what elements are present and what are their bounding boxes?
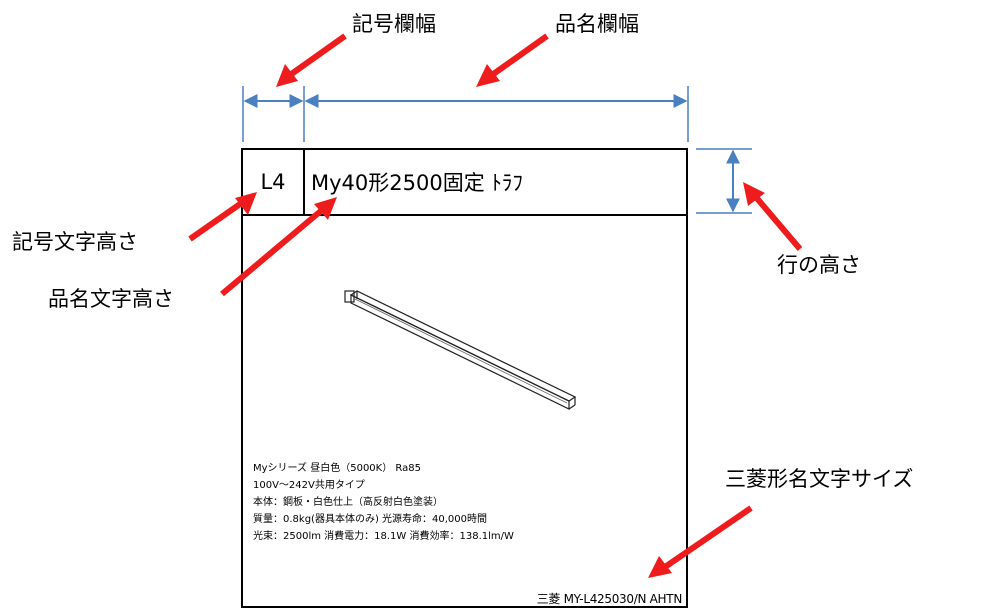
spec-line: 本体：鋼板・白色仕上（高反射白色塗装） bbox=[253, 497, 443, 508]
red-arrow-symbol-text bbox=[188, 192, 257, 242]
red-arrow-name-text bbox=[220, 197, 337, 297]
fixture-symbol: L4 bbox=[260, 170, 286, 194]
spec-line: 質量：0.8kg(器具本体のみ) 光源寿命：40,000時間 bbox=[253, 514, 488, 525]
name-text-height-label: 品名文字高さ bbox=[48, 287, 174, 311]
symbol-text-height-label: 記号文字高さ bbox=[12, 230, 138, 254]
fixture-specs: Myシリーズ 昼白色（5000K） Ra85 100V～242V共用タイプ 本体… bbox=[253, 460, 514, 545]
symbol-col-width-label: 記号欄幅 bbox=[352, 12, 436, 36]
spec-line: Myシリーズ 昼白色（5000K） Ra85 bbox=[253, 463, 421, 474]
spec-line: 100V～242V共用タイプ bbox=[253, 480, 365, 491]
name-cell: My40形2500固定 ﾄﾗﾌ bbox=[305, 150, 686, 214]
fixture-illustration bbox=[344, 290, 577, 410]
red-arrow-row-height bbox=[743, 182, 803, 251]
name-col-width-label: 品名欄幅 bbox=[555, 12, 639, 36]
symbol-cell: L4 bbox=[243, 150, 305, 214]
spec-line: 光束：2500lm 消費電力：18.1W 消費効率：138.1lm/W bbox=[253, 531, 514, 542]
red-arrow-symbol-width bbox=[276, 33, 347, 87]
red-arrow-maker-text bbox=[648, 505, 753, 578]
row-height-label: 行の高さ bbox=[777, 253, 861, 277]
fixture-name: My40形2500固定 ﾄﾗﾌ bbox=[311, 171, 523, 195]
red-arrow-name-width bbox=[476, 33, 549, 87]
maker-text-size-label: 三菱形名文字サイズ bbox=[725, 467, 914, 491]
card-header-row: L4 My40形2500固定 ﾄﾗﾌ bbox=[243, 150, 686, 216]
